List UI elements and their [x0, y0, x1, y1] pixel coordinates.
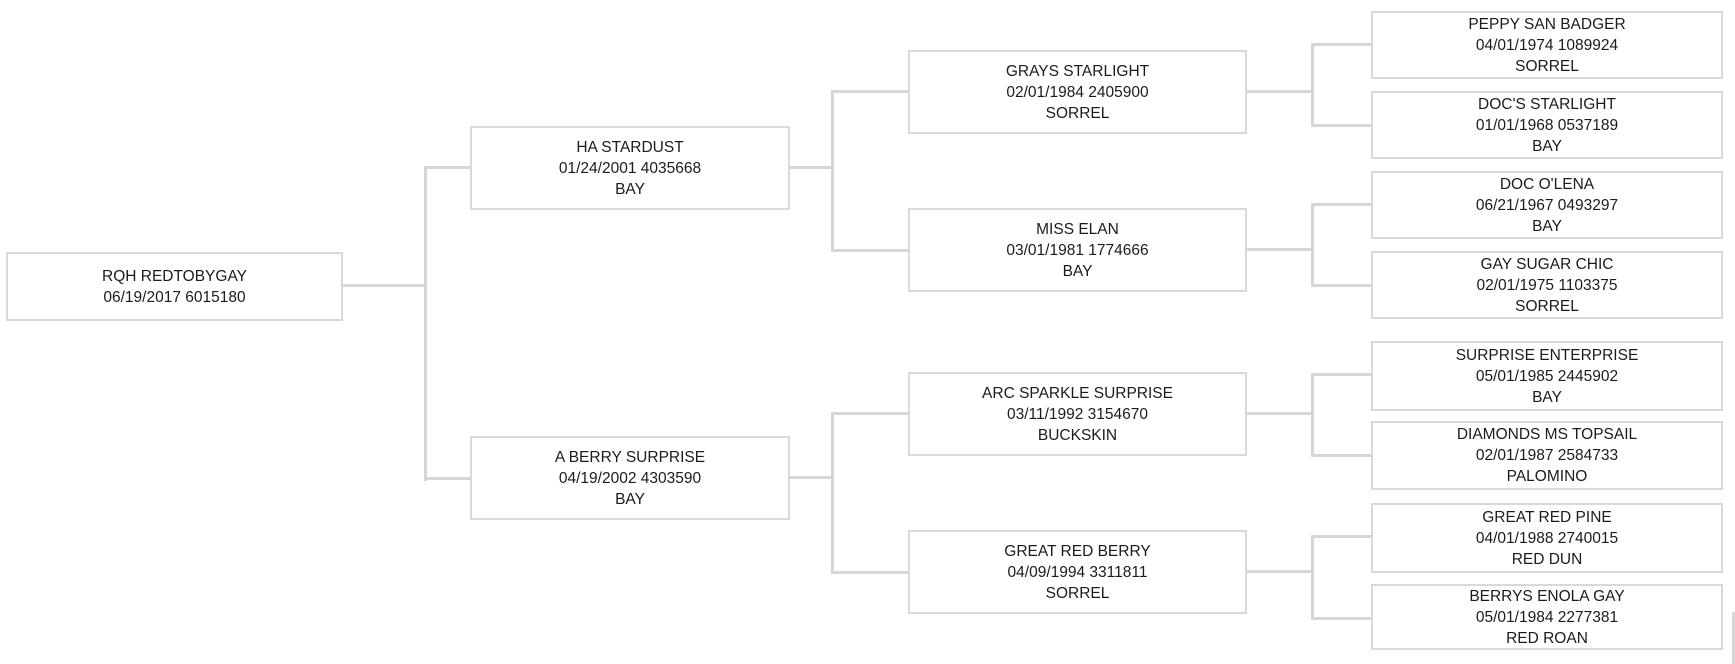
connector-line	[831, 412, 834, 574]
connector-line	[424, 477, 470, 480]
horse-color: SORREL	[1045, 584, 1110, 602]
great-grandparent-node-2: DOC'S STARLIGHT 01/01/1968 0537189 BAY	[1371, 91, 1723, 159]
horse-color: BAY	[1532, 137, 1562, 155]
connector-line	[424, 166, 427, 481]
horse-foal-date-reg: 04/19/2002 4303590	[558, 469, 702, 487]
great-grandparent-node-4: GAY SUGAR CHIC 02/01/1975 1103375 SORREL	[1371, 251, 1723, 319]
connector-line	[424, 166, 470, 169]
horse-name: ARC SPARKLE SURPRISE	[982, 384, 1173, 402]
horse-foal-date-reg: 06/21/1967 0493297	[1475, 196, 1619, 214]
connector-line	[1247, 248, 1313, 251]
horse-color: SORREL	[1045, 104, 1110, 122]
dam-node: A BERRY SURPRISE 04/19/2002 4303590 BAY	[470, 436, 790, 520]
horse-color: BAY	[615, 490, 645, 508]
horse-foal-date-reg: 04/01/1974 1089924	[1475, 36, 1619, 54]
horse-color: BAY	[1062, 262, 1093, 280]
horse-name: DOC'S STARLIGHT	[1478, 95, 1616, 113]
horse-color: BAY	[615, 180, 645, 198]
connector-line	[1311, 43, 1314, 127]
connector-line	[1311, 535, 1371, 538]
horse-name: HA STARDUST	[576, 138, 684, 156]
great-grandparent-node-1: PEPPY SAN BADGER 04/01/1974 1089924 SORR…	[1371, 11, 1723, 79]
horse-foal-date-reg: 02/01/1975 1103375	[1476, 276, 1618, 294]
connector-line	[343, 284, 427, 287]
connector-line	[1247, 570, 1313, 573]
connector-line	[1247, 412, 1313, 415]
horse-color: PALOMINO	[1506, 468, 1588, 485]
horse-color: RED ROAN	[1506, 629, 1588, 647]
great-grandparent-node-8: BERRYS ENOLA GAY 05/01/1984 2277381 RED …	[1371, 584, 1723, 650]
horse-color: RED DUN	[1511, 550, 1583, 568]
connector-line	[1311, 454, 1371, 457]
sire-node: HA STARDUST 01/24/2001 4035668 BAY	[470, 126, 790, 210]
horse-name: GREAT RED BERRY	[1004, 542, 1151, 560]
connector-line	[1311, 373, 1314, 457]
connector-line	[1311, 373, 1371, 376]
horse-foal-date-reg: 02/01/1984 2405900	[1006, 83, 1149, 101]
connector-line	[790, 476, 833, 479]
horse-color: BAY	[1532, 388, 1562, 406]
horse-foal-date-reg: 05/01/1984 2277381	[1475, 608, 1619, 626]
horse-foal-date-reg: 03/01/1981 1774666	[1006, 241, 1149, 259]
sires-dam-node: MISS ELAN 03/01/1981 1774666 BAY	[908, 208, 1247, 292]
connector-line	[790, 166, 833, 169]
horse-name: RQH REDTOBYGAY	[102, 267, 247, 285]
connector-line	[1311, 617, 1371, 620]
horse-name: DOC O'LENA	[1499, 175, 1595, 193]
horse-foal-date-reg: 06/19/2017 6015180	[103, 288, 246, 306]
right-edge-line-fragment	[1732, 612, 1735, 664]
horse-name: MISS ELAN	[1036, 220, 1119, 238]
horse-name: GAY SUGAR CHIC	[1480, 255, 1614, 273]
horse-foal-date-reg: 04/09/1994 3311811	[1007, 563, 1148, 581]
horse-name: DIAMONDS MS TOPSAIL	[1456, 426, 1638, 443]
horse-foal-date-reg: 04/01/1988 2740015	[1475, 529, 1619, 547]
connector-line	[831, 249, 908, 252]
connector-line	[1247, 90, 1313, 93]
horse-color: SORREL	[1515, 57, 1579, 75]
connector-line	[831, 90, 834, 252]
horse-foal-date-reg: 01/24/2001 4035668	[558, 159, 702, 177]
horse-color: BUCKSKIN	[1037, 426, 1118, 444]
connector-line	[1311, 124, 1371, 127]
great-grandparent-node-3: DOC O'LENA 06/21/1967 0493297 BAY	[1371, 171, 1723, 239]
sires-sire-node: GRAYS STARLIGHT 02/01/1984 2405900 SORRE…	[908, 50, 1247, 134]
horse-color: BAY	[1532, 217, 1562, 235]
horse-foal-date-reg: 05/01/1985 2445902	[1475, 367, 1619, 385]
horse-name: A BERRY SURPRISE	[554, 448, 706, 466]
horse-color: SORREL	[1515, 297, 1579, 315]
connector-line	[1311, 203, 1314, 287]
dams-sire-node: ARC SPARKLE SURPRISE 03/11/1992 3154670 …	[908, 372, 1247, 456]
connector-line	[831, 412, 908, 415]
connector-line	[831, 571, 908, 574]
connector-line	[1311, 43, 1371, 46]
subject-horse-node: RQH REDTOBYGAY 06/19/2017 6015180	[6, 252, 343, 321]
connector-line	[831, 90, 908, 93]
dams-dam-node: GREAT RED BERRY 04/09/1994 3311811 SORRE…	[908, 530, 1247, 614]
great-grandparent-node-6: DIAMONDS MS TOPSAIL 02/01/1987 2584733 P…	[1371, 421, 1723, 490]
connector-line	[1311, 535, 1314, 620]
great-grandparent-node-5: SURPRISE ENTERPRISE 05/01/1985 2445902 B…	[1371, 341, 1723, 411]
horse-name: PEPPY SAN BADGER	[1468, 15, 1626, 33]
great-grandparent-node-7: GREAT RED PINE 04/01/1988 2740015 RED DU…	[1371, 503, 1723, 573]
horse-name: SURPRISE ENTERPRISE	[1455, 346, 1639, 364]
horse-name: BERRYS ENOLA GAY	[1469, 587, 1625, 605]
connector-line	[1311, 203, 1371, 206]
horse-foal-date-reg: 03/11/1992 3154670	[1006, 405, 1149, 423]
horse-foal-date-reg: 01/01/1968 0537189	[1475, 116, 1619, 134]
horse-name: GREAT RED PINE	[1482, 508, 1612, 526]
horse-name: GRAYS STARLIGHT	[1005, 62, 1150, 80]
connector-line	[1311, 284, 1371, 287]
horse-foal-date-reg: 02/01/1987 2584733	[1475, 447, 1619, 464]
